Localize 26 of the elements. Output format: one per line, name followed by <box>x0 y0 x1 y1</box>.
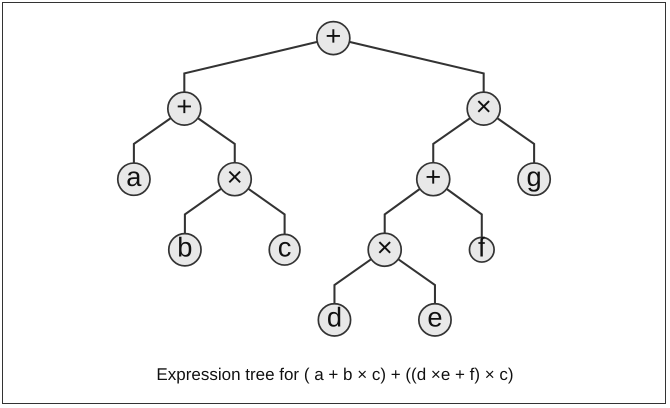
operand-circle: f <box>468 234 495 264</box>
tree-edge <box>384 188 420 234</box>
tree-edge <box>349 40 485 92</box>
operand-circle: × <box>367 232 402 268</box>
tree-edge <box>446 188 483 238</box>
operand-circle: c <box>268 234 301 266</box>
operand-circle: d <box>317 302 352 337</box>
operand-circle: × <box>466 91 502 126</box>
operand-circle: × <box>217 162 252 197</box>
tree-edge <box>197 117 236 163</box>
tree-edge <box>132 117 172 164</box>
tree-edge <box>398 258 436 304</box>
tree-edge <box>432 117 471 163</box>
tree-edge <box>184 188 222 234</box>
operand-circle: b <box>168 232 202 267</box>
operand-circle: + <box>416 162 451 197</box>
tree-edge <box>333 258 372 304</box>
operand-circle: g <box>517 162 552 196</box>
tree-edge <box>183 40 318 92</box>
tree-edge <box>248 188 286 234</box>
operand-circle: + <box>316 20 351 56</box>
operand-circle: a <box>116 162 151 196</box>
tree-edge <box>496 117 536 164</box>
operand-circle: + <box>166 91 202 126</box>
caption: Expression tree for ( a + b × c) + ((d ×e + f) × c) <box>156 365 514 385</box>
operand-circle: e <box>418 302 452 337</box>
